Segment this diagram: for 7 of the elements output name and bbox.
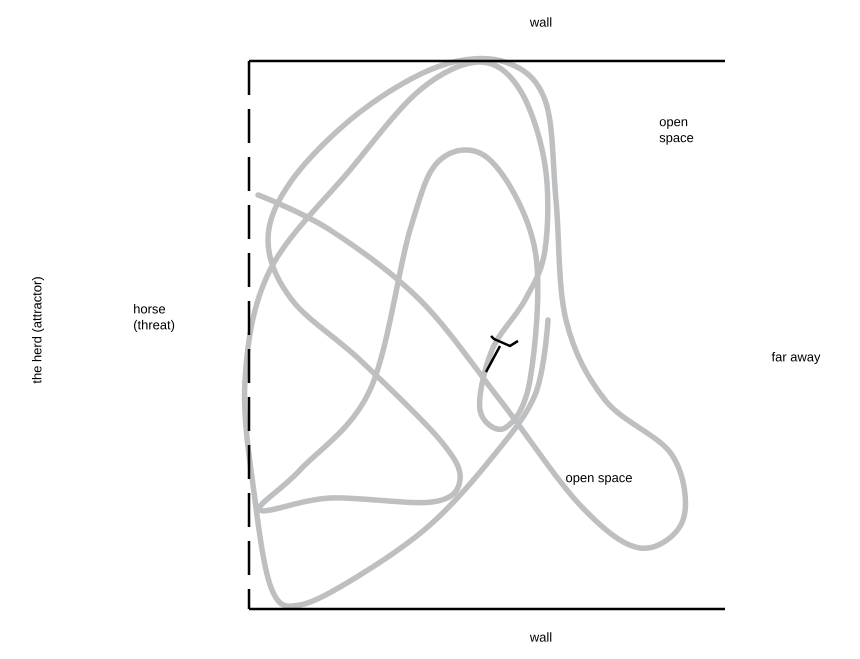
region-label: horse (threat): [134, 304, 174, 332]
region-label: open space: [566, 475, 632, 485]
region-label: wall: [530, 632, 552, 642]
region-label: the herd (attractor): [32, 277, 44, 384]
region-label: open space: [660, 119, 694, 145]
region-label: far away: [772, 352, 820, 364]
region-label: wall: [530, 17, 552, 27]
